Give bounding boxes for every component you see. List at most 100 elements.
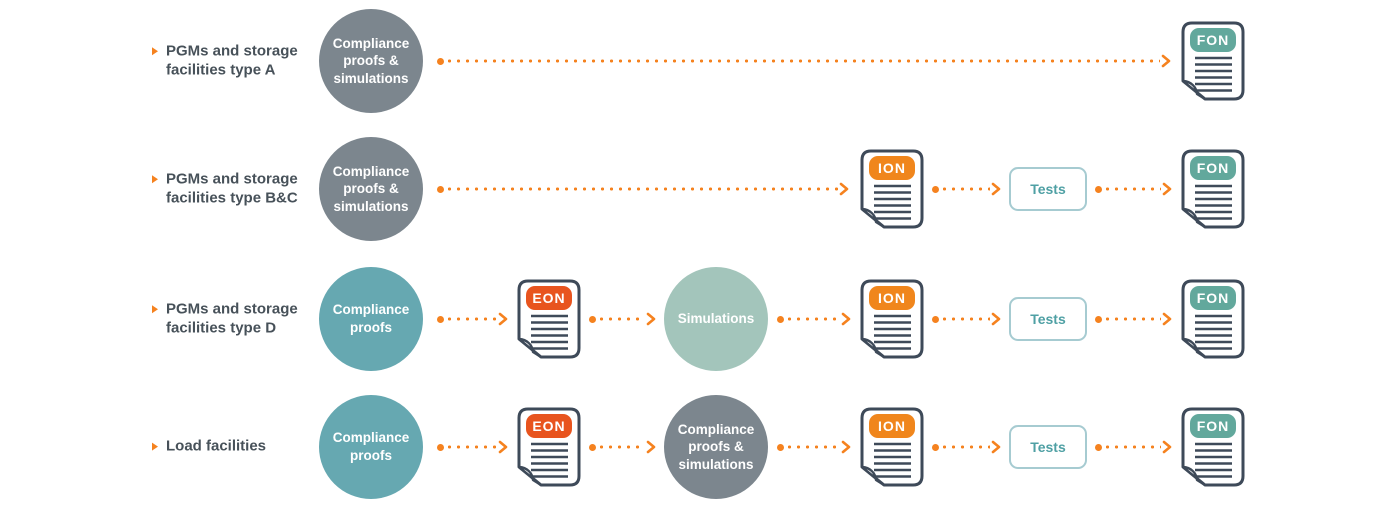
stage-circle-compliance: Compliance proofs: [319, 395, 423, 499]
stage-circle-compliance: Compliance proofs: [319, 267, 423, 371]
arrow-start-dot-icon: [932, 443, 939, 451]
tests-label: Tests: [1030, 181, 1066, 197]
arrow-chevron-icon: [1162, 182, 1172, 196]
stage-circle-label: Compliance proofs: [332, 430, 410, 463]
arrow-chevron-icon: [841, 312, 851, 326]
dotted-line: [445, 59, 1160, 63]
arrow-chevron-icon: [1162, 312, 1172, 326]
arrow-start-dot-icon: [1095, 443, 1102, 451]
arrow-start-dot-icon: [437, 315, 444, 323]
arrow-chevron-icon: [498, 312, 508, 326]
doc-badge-label: FON: [1197, 32, 1230, 48]
doc-badge-label: FON: [1197, 160, 1230, 176]
tests-label: Tests: [1030, 439, 1066, 455]
dotted-arrow: [932, 182, 1001, 196]
doc-badge-label: EON: [532, 290, 565, 306]
eon-document-icon: EON: [517, 407, 581, 487]
arrow-chevron-icon: [991, 182, 1001, 196]
dotted-line: [445, 317, 497, 321]
doc-badge-label: ION: [878, 290, 906, 306]
arrow-chevron-icon: [1162, 440, 1172, 454]
dotted-line: [940, 317, 990, 321]
doc-badge-label: FON: [1197, 290, 1230, 306]
arrow-start-dot-icon: [589, 443, 596, 451]
arrow-start-dot-icon: [1095, 315, 1102, 323]
fon-document-icon: FON: [1181, 407, 1245, 487]
row-label-type-d: PGMs and storage facilities type D: [152, 300, 320, 338]
arrow-start-dot-icon: [1095, 185, 1102, 193]
dotted-line: [785, 445, 840, 449]
dotted-line: [1103, 445, 1161, 449]
arrow-chevron-icon: [991, 312, 1001, 326]
triangle-bullet-icon: [152, 442, 158, 451]
row-label-text: PGMs and storage facilities type B&C: [166, 170, 298, 206]
doc-badge-label: ION: [878, 418, 906, 434]
arrow-chevron-icon: [1161, 54, 1171, 68]
dotted-arrow: [932, 440, 1001, 454]
doc-badge-label: ION: [878, 160, 906, 176]
fon-document-icon: FON: [1181, 21, 1245, 101]
arrow-start-dot-icon: [932, 185, 939, 193]
doc-badge-label: FON: [1197, 418, 1230, 434]
row-label-type-a: PGMs and storage facilities type A: [152, 42, 320, 80]
dotted-line: [940, 187, 990, 191]
ion-document-icon: ION: [860, 149, 924, 229]
arrow-start-dot-icon: [437, 443, 444, 451]
arrow-chevron-icon: [839, 182, 849, 196]
stage-circle-compliance: Compliance proofs & simulations: [319, 9, 423, 113]
arrow-start-dot-icon: [437, 57, 444, 65]
row-label-text: PGMs and storage facilities type A: [166, 42, 298, 78]
fon-document-icon: FON: [1181, 149, 1245, 229]
triangle-bullet-icon: [152, 305, 158, 314]
arrow-start-dot-icon: [777, 443, 784, 451]
dotted-line: [785, 317, 840, 321]
dotted-arrow: [777, 312, 851, 326]
arrow-start-dot-icon: [932, 315, 939, 323]
stage-circle-compliance-simulations: Compliance proofs & simulations: [664, 395, 768, 499]
doc-badge-label: EON: [532, 418, 565, 434]
stage-circle-simulations: Simulations: [664, 267, 768, 371]
stage-circle-label: Compliance proofs & simulations: [677, 421, 755, 472]
arrow-start-dot-icon: [437, 185, 444, 193]
ion-document-icon: ION: [860, 279, 924, 359]
stage-circle-label: Compliance proofs & simulations: [332, 35, 410, 86]
arrow-start-dot-icon: [777, 315, 784, 323]
dotted-arrow: [589, 312, 656, 326]
stage-circle-label: Compliance proofs: [332, 302, 410, 335]
arrow-chevron-icon: [991, 440, 1001, 454]
row-label-type-bc: PGMs and storage facilities type B&C: [152, 170, 320, 208]
arrow-chevron-icon: [646, 312, 656, 326]
tests-box: Tests: [1009, 167, 1087, 211]
dotted-line: [597, 445, 645, 449]
dotted-line: [597, 317, 645, 321]
tests-label: Tests: [1030, 311, 1066, 327]
ion-document-icon: ION: [860, 407, 924, 487]
arrow-chevron-icon: [841, 440, 851, 454]
arrow-start-dot-icon: [589, 315, 596, 323]
triangle-bullet-icon: [152, 175, 158, 184]
dotted-arrow: [1095, 182, 1172, 196]
dotted-line: [445, 445, 497, 449]
row-label-text: PGMs and storage facilities type D: [166, 300, 298, 336]
dotted-line: [445, 187, 838, 191]
dotted-arrow: [1095, 440, 1172, 454]
stage-circle-label: Simulations: [677, 311, 755, 327]
dotted-line: [1103, 317, 1161, 321]
dotted-arrow: [437, 312, 508, 326]
tests-box: Tests: [1009, 297, 1087, 341]
dotted-arrow: [1095, 312, 1172, 326]
arrow-chevron-icon: [498, 440, 508, 454]
dotted-arrow: [437, 440, 508, 454]
dotted-arrow: [437, 54, 1171, 68]
row-label-load-facilities: Load facilities: [152, 438, 320, 457]
eon-document-icon: EON: [517, 279, 581, 359]
stage-circle-compliance: Compliance proofs & simulations: [319, 137, 423, 241]
dotted-arrow: [777, 440, 851, 454]
dotted-line: [940, 445, 990, 449]
dotted-arrow: [589, 440, 656, 454]
row-label-text: Load facilities: [166, 437, 267, 455]
stage-circle-label: Compliance proofs & simulations: [332, 163, 410, 214]
dotted-arrow: [437, 182, 849, 196]
dotted-line: [1103, 187, 1161, 191]
